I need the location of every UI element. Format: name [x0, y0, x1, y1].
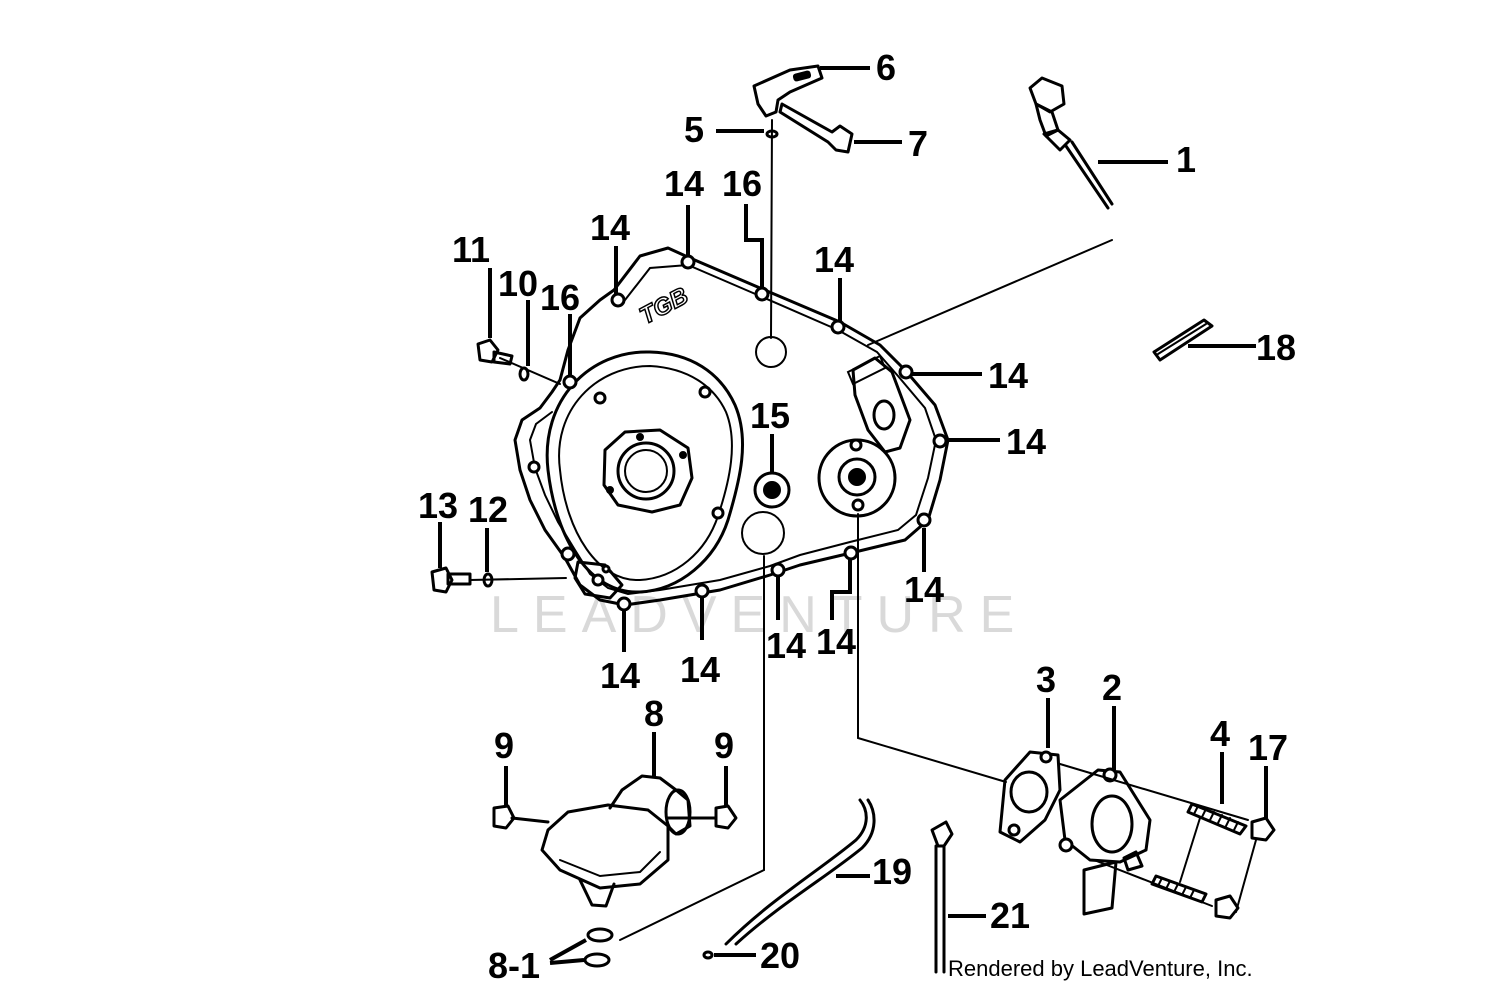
callout-8-1: 8-1 [488, 945, 540, 986]
callout-14-bottom-center: 14 [766, 625, 806, 666]
callout-16-top: 16 [722, 163, 762, 204]
dipstick [1028, 76, 1114, 210]
callout-14-bottom-mid: 14 [680, 649, 720, 690]
callout-14-right-upper: 14 [988, 355, 1028, 396]
cable-tie-21 [930, 820, 954, 974]
callout-4: 4 [1210, 713, 1230, 754]
clip-18 [1152, 318, 1214, 362]
hose-19 [702, 798, 876, 960]
callout-7: 7 [908, 123, 928, 164]
callout-17: 17 [1248, 727, 1288, 768]
callout-14-upper-right: 14 [814, 239, 854, 280]
spring-upper [1186, 802, 1248, 836]
callout-14-top: 14 [664, 163, 704, 204]
callout-8: 8 [644, 693, 664, 734]
callout-14-bottom-left: 14 [600, 655, 640, 696]
callout-13: 13 [418, 485, 458, 526]
water-pump [492, 774, 738, 968]
callout-12: 12 [468, 489, 508, 530]
callout-14-bottom-center-right: 14 [816, 621, 856, 662]
spring-lower [1150, 874, 1208, 904]
leader-lines [438, 66, 1268, 965]
callout-11: 11 [452, 229, 490, 270]
callout-14-upper-left: 14 [590, 207, 630, 248]
tensioner-assembly [998, 750, 1276, 920]
callout-2: 2 [1102, 667, 1122, 708]
callout-20: 20 [760, 935, 800, 976]
callout-9-left: 9 [494, 725, 514, 766]
watermark: LEADVENTURE [490, 586, 1028, 644]
callout-14-lower-right: 14 [904, 569, 944, 610]
credit-text: Rendered by LeadVenture, Inc. [948, 956, 1253, 981]
callout-15: 15 [750, 395, 790, 436]
callout-18: 18 [1256, 327, 1296, 368]
callouts: 1 2 3 4 5 6 7 8 8-1 9 9 10 11 12 13 14 1… [418, 47, 1296, 986]
callout-21: 21 [990, 895, 1030, 936]
bracket-assembly [752, 64, 854, 154]
callout-10: 10 [498, 263, 538, 304]
callout-1: 1 [1176, 139, 1196, 180]
brand-mark: TGB [635, 282, 692, 330]
callout-5: 5 [684, 109, 704, 150]
connector-lines [469, 119, 1257, 941]
callout-9-right: 9 [714, 725, 734, 766]
callout-6: 6 [876, 47, 896, 88]
callout-16-left: 16 [540, 277, 580, 318]
callout-19: 19 [872, 851, 912, 892]
callout-3: 3 [1036, 659, 1056, 700]
callout-14-right: 14 [1006, 421, 1046, 462]
